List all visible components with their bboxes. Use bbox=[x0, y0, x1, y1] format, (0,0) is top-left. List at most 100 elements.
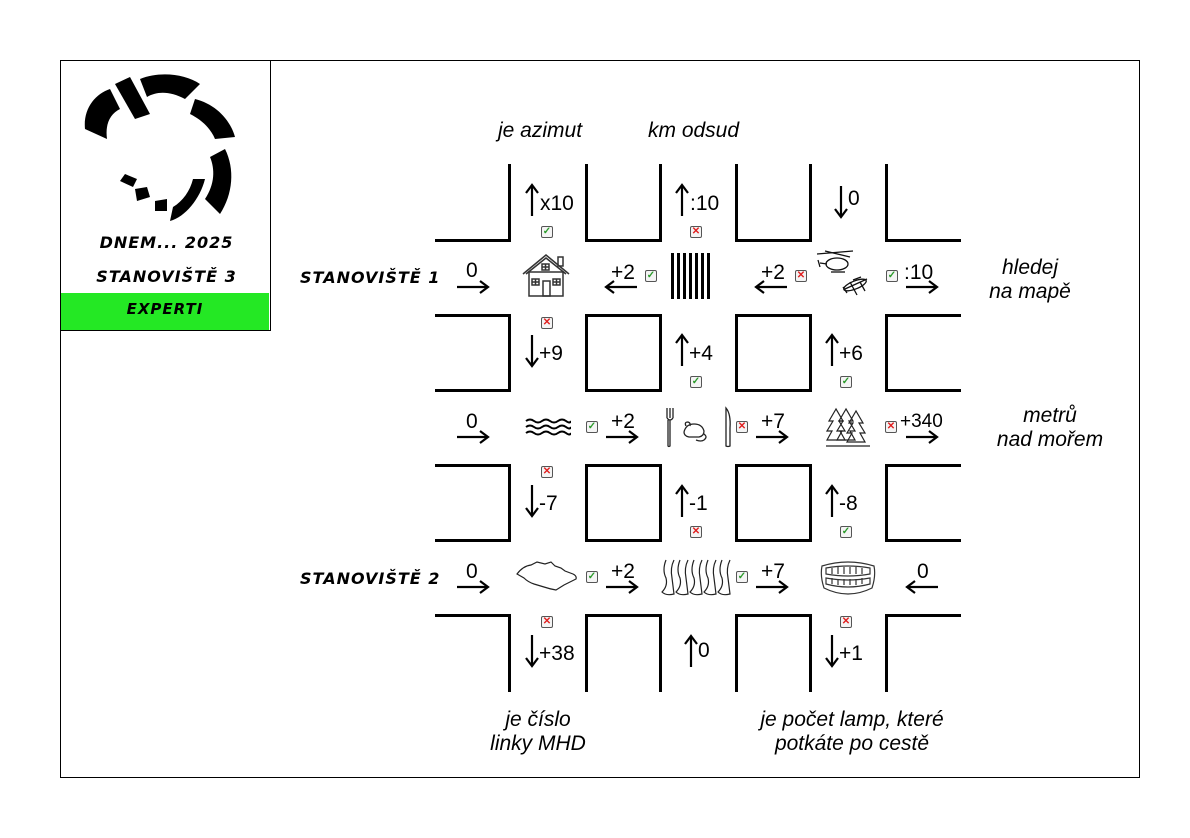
op-value: +2 bbox=[761, 261, 785, 284]
check-wrong-icon[interactable]: ✕ bbox=[795, 270, 807, 282]
op-value: +2 bbox=[611, 261, 635, 284]
logo-panel: DNEM... 2025 STANOVIŠTĚ 3 EXPERTI bbox=[60, 60, 271, 331]
op-value: 0 bbox=[917, 560, 929, 583]
op-value: 0 bbox=[698, 639, 710, 662]
street-block bbox=[885, 314, 961, 392]
check-wrong-icon[interactable]: ✕ bbox=[885, 421, 897, 433]
street-block bbox=[735, 164, 812, 242]
arrow-down-icon bbox=[834, 185, 848, 219]
crosswalk-icon bbox=[671, 253, 710, 299]
arrow-right-icon bbox=[905, 430, 939, 444]
check-wrong-icon[interactable]: ✕ bbox=[690, 526, 702, 538]
start-label-station-1: STANOVIŠTĚ 1 bbox=[300, 268, 441, 287]
street-block bbox=[435, 164, 511, 242]
station-title: STANOVIŠTĚ 3 bbox=[96, 267, 237, 286]
street-block bbox=[435, 314, 511, 392]
arrow-right-icon bbox=[755, 580, 789, 594]
op-value: +2 bbox=[611, 410, 635, 433]
arrow-up-icon bbox=[525, 183, 539, 217]
street-block bbox=[885, 614, 961, 692]
note-line: na mapě bbox=[989, 280, 1071, 303]
note-line: nad mořem bbox=[996, 428, 1104, 451]
note-line: je číslo bbox=[505, 708, 571, 731]
check-wrong-icon[interactable]: ✕ bbox=[690, 226, 702, 238]
op-value: 0 bbox=[466, 410, 478, 433]
arrow-down-icon bbox=[825, 634, 839, 668]
check-ok-icon[interactable]: ✓ bbox=[840, 376, 852, 388]
street-block bbox=[735, 464, 812, 542]
op-value: 0 bbox=[848, 187, 860, 210]
op-value: +38 bbox=[539, 642, 575, 665]
arrow-up-icon bbox=[675, 484, 689, 518]
helicopter-airplane-icon bbox=[816, 250, 868, 296]
arrow-right-icon bbox=[456, 280, 490, 294]
street-block bbox=[735, 614, 812, 692]
note-line: metrů bbox=[1023, 404, 1077, 427]
op-value: +6 bbox=[839, 342, 863, 365]
arrow-up-icon bbox=[684, 634, 698, 668]
event-title: DNEM... 2025 bbox=[99, 233, 234, 252]
forest-icon bbox=[826, 407, 870, 447]
arrow-left-icon bbox=[905, 580, 939, 594]
check-wrong-icon[interactable]: ✕ bbox=[541, 616, 553, 628]
arrow-down-icon bbox=[525, 334, 539, 368]
arrow-down-icon bbox=[525, 634, 539, 668]
czech-map-icon bbox=[516, 561, 577, 591]
check-ok-icon[interactable]: ✓ bbox=[690, 376, 702, 388]
street-block bbox=[585, 164, 662, 242]
arrow-up-icon bbox=[825, 333, 839, 367]
note-line: je počet lamp, které bbox=[760, 708, 944, 731]
street-block bbox=[885, 464, 961, 542]
op-value: +9 bbox=[539, 342, 563, 365]
op-value: +7 bbox=[761, 410, 785, 433]
street-block bbox=[585, 464, 662, 542]
worksheet-frame bbox=[60, 60, 1140, 778]
arrow-right-icon bbox=[905, 280, 939, 294]
check-wrong-icon[interactable]: ✕ bbox=[840, 616, 852, 628]
arrow-right-icon bbox=[456, 430, 490, 444]
op-value: +7 bbox=[761, 560, 785, 583]
street-block bbox=[885, 164, 961, 242]
check-wrong-icon[interactable]: ✕ bbox=[541, 317, 553, 329]
arrow-right-icon bbox=[755, 430, 789, 444]
op-value: :10 bbox=[690, 192, 720, 215]
op-value: x10 bbox=[540, 192, 574, 215]
waves-icon bbox=[525, 418, 571, 436]
arrow-up-icon bbox=[675, 183, 689, 217]
dnem-logo-icon bbox=[84, 74, 235, 221]
note-line: hledej bbox=[1001, 256, 1059, 279]
check-ok-icon[interactable]: ✓ bbox=[541, 226, 553, 238]
check-wrong-icon[interactable]: ✕ bbox=[541, 466, 553, 478]
arrow-left-icon bbox=[754, 280, 788, 294]
check-ok-icon[interactable]: ✓ bbox=[645, 270, 657, 282]
arrow-up-icon bbox=[675, 333, 689, 367]
house-icon bbox=[522, 254, 570, 297]
check-ok-icon[interactable]: ✓ bbox=[736, 571, 748, 583]
note-find-on-map: hledej na mapě bbox=[975, 256, 1085, 304]
note-lamps: je počet lamp, které potkáte po cestě bbox=[732, 708, 972, 756]
arrow-right-icon bbox=[605, 430, 639, 444]
note-km: km odsud bbox=[648, 119, 740, 142]
op-value: +2 bbox=[611, 560, 635, 583]
check-ok-icon[interactable]: ✓ bbox=[840, 526, 852, 538]
op-value: +4 bbox=[689, 342, 713, 365]
check-ok-icon[interactable]: ✓ bbox=[586, 571, 598, 583]
mouse-cutlery-icon bbox=[666, 406, 731, 448]
op-value: :10 bbox=[904, 261, 934, 284]
street-block bbox=[735, 314, 812, 392]
check-wrong-icon[interactable]: ✕ bbox=[736, 421, 748, 433]
op-value: +1 bbox=[839, 642, 863, 665]
op-value: +340 bbox=[900, 411, 943, 432]
street-block bbox=[585, 314, 662, 392]
start-label-station-2: STANOVIŠTĚ 2 bbox=[300, 569, 441, 588]
teeth-icon bbox=[820, 561, 876, 595]
check-ok-icon[interactable]: ✓ bbox=[586, 421, 598, 433]
check-ok-icon[interactable]: ✓ bbox=[886, 270, 898, 282]
op-value: -1 bbox=[689, 492, 708, 515]
arrow-left-icon bbox=[604, 280, 638, 294]
note-line: linky MHD bbox=[490, 732, 586, 755]
note-azimuth: je azimut bbox=[498, 119, 583, 142]
op-value: -8 bbox=[839, 492, 858, 515]
arrow-right-icon bbox=[605, 580, 639, 594]
street-block bbox=[435, 614, 511, 692]
